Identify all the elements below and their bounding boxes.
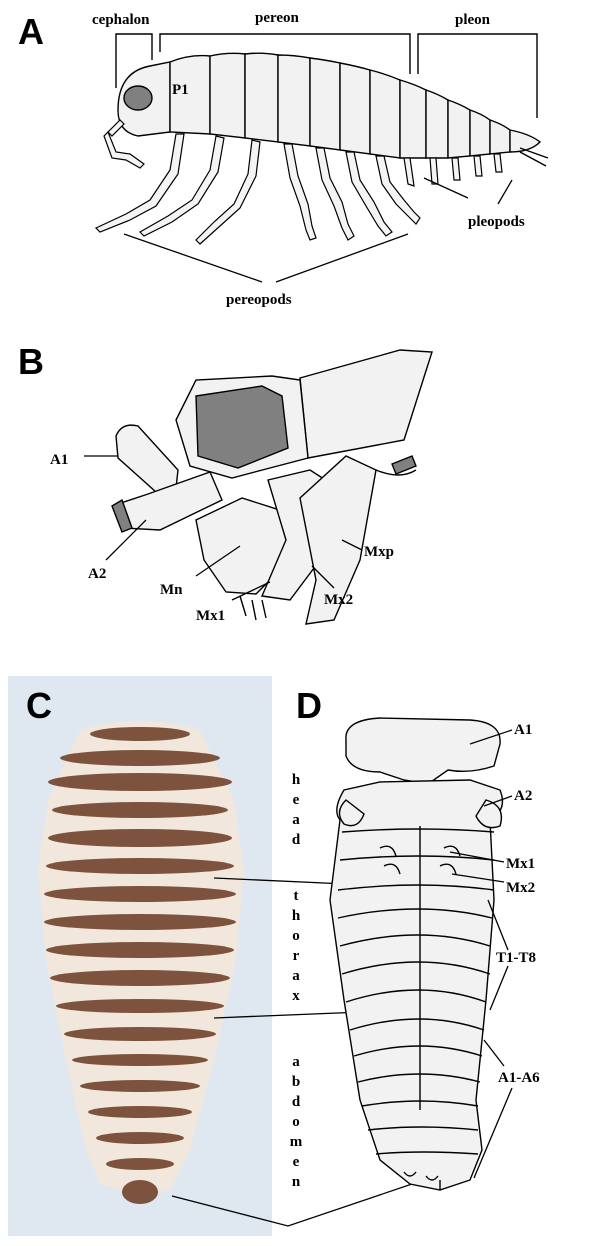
stain-stripe	[106, 1158, 174, 1170]
pleon-segment	[490, 120, 510, 154]
mx2-label: Mx2	[324, 592, 353, 608]
antenna-a1	[116, 425, 178, 492]
telson	[510, 130, 540, 152]
pereopod	[284, 144, 316, 240]
panel-b: B A1 A2 Mn Mx1 Mx2	[18, 341, 432, 624]
head-lobes	[346, 718, 500, 784]
t1-t8-label: T1-T8	[496, 950, 536, 966]
stain-stripe	[90, 727, 190, 741]
abdomen-vertical-label: abdomen	[290, 1054, 303, 1190]
stain-stripe	[52, 802, 228, 818]
pleon-segment	[448, 100, 470, 158]
d-a2-label: A2	[514, 788, 532, 804]
stain-stripe	[56, 999, 224, 1013]
pereopods-pointer	[276, 234, 408, 282]
pleopod	[494, 154, 502, 172]
stain-stripe	[60, 750, 220, 766]
pleopod	[404, 158, 414, 186]
pereon-segment	[245, 53, 278, 142]
stain-stripe	[46, 858, 234, 874]
stain-stripe	[80, 1080, 200, 1092]
pereopods-pointer	[124, 234, 262, 282]
pleopods-label: pleopods	[468, 214, 525, 230]
pereopods-label: pereopods	[226, 292, 292, 308]
pleopods-pointer	[424, 178, 468, 198]
pleopod	[452, 158, 460, 180]
panel-d: D	[296, 685, 540, 1190]
d-mx2-label: Mx2	[506, 880, 535, 896]
stain-stripe	[48, 773, 232, 791]
panel-d-letter: D	[296, 685, 322, 726]
pereon-segment	[370, 70, 400, 158]
eye-icon	[124, 86, 152, 110]
pereopod	[376, 156, 420, 224]
stain-stripe	[72, 1054, 208, 1066]
pleon-segment	[470, 110, 490, 156]
d-a1-a6-label: A1-A6	[498, 1070, 540, 1086]
panel-a: A cephalon pereon pleon	[18, 10, 548, 308]
antenna	[108, 120, 124, 136]
pereon-segment	[278, 55, 310, 146]
p1-label: P1	[172, 82, 189, 98]
cephalon-label: cephalon	[92, 12, 150, 28]
mn-label: Mn	[160, 582, 183, 598]
a1-label: A1	[50, 452, 68, 468]
stain-stripe	[122, 1180, 158, 1204]
pereon-segment	[210, 53, 245, 138]
thorax-vertical-label: thorax	[292, 888, 301, 1004]
pleopod	[474, 156, 482, 176]
stain-stripe	[50, 970, 230, 986]
d-mx1-label: Mx1	[506, 856, 535, 872]
embryo-trunk	[330, 780, 502, 1190]
body-plate	[300, 350, 432, 458]
d-a1-label: A1	[514, 722, 532, 738]
panel-b-letter: B	[18, 341, 44, 382]
panel-c-letter: C	[26, 685, 52, 726]
stain-stripe	[46, 942, 234, 958]
stain-stripe	[48, 829, 232, 847]
pereon-segment	[340, 63, 370, 154]
t1-t8-pointer	[490, 966, 508, 1010]
a2-label: A2	[88, 566, 106, 582]
stain-stripe	[64, 1027, 216, 1041]
pereon-segment	[310, 58, 340, 150]
mx1-label: Mx1	[196, 608, 225, 624]
stain-stripe	[44, 914, 236, 930]
mouthpart-setae	[240, 596, 266, 620]
mxp-label: Mxp	[364, 544, 394, 560]
antenna	[104, 132, 144, 168]
pleopod	[430, 158, 438, 184]
embryo-drawing	[330, 718, 502, 1190]
pleon-segment	[400, 80, 426, 158]
stain-stripe	[88, 1106, 192, 1118]
panel-a-letter: A	[18, 11, 44, 52]
pleon-label: pleon	[455, 12, 491, 28]
pereon-label: pereon	[255, 10, 300, 26]
a1-a6-pointer	[484, 1040, 504, 1066]
stain-stripe	[96, 1132, 184, 1144]
stain-stripe	[44, 886, 236, 902]
pleon-segment	[426, 90, 448, 158]
pleopods-pointer	[498, 180, 512, 204]
